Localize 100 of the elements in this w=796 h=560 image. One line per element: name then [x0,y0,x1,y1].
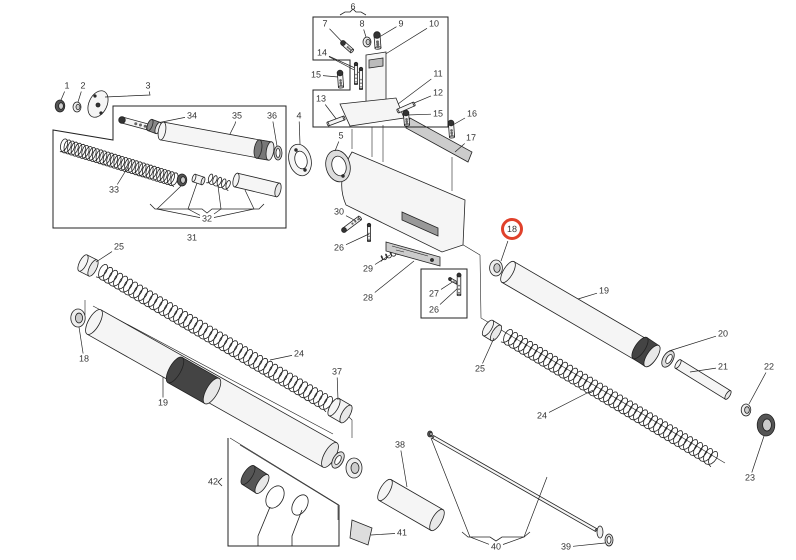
callout-number: 16 [466,110,478,118]
callout-number: 15 [310,70,322,80]
pin [358,66,364,90]
leader-line [502,476,548,545]
callout-number: 5 [338,132,344,140]
callout-number: 13 [315,94,327,104]
callout-number: 18 [78,354,90,364]
nut [489,260,503,276]
callout-number: 14 [316,48,328,58]
plate [288,144,312,176]
leader-line [500,240,508,262]
callout-number: 32 [201,214,213,224]
spring [60,138,178,188]
leader-line [346,234,370,246]
screw [340,40,354,54]
callout-number: 22 [763,362,775,372]
ring [596,526,614,546]
leader-line [374,260,414,293]
leader-line [548,390,594,413]
rod [118,116,162,134]
callout-number: 6 [350,2,356,12]
knurled-cap [756,414,776,436]
leader-line [578,292,598,300]
leader-line [374,254,390,265]
callout-number: 26 [428,306,440,314]
leader-line [214,186,222,214]
leader-line [751,436,764,473]
leader-line [188,182,200,216]
leader-line [336,377,338,400]
nut [427,430,433,438]
callout-number: 4 [296,112,302,120]
nut [54,100,66,112]
leader-line [384,28,428,56]
leader-line [400,450,408,488]
screw [373,31,382,50]
leader-line [272,121,278,146]
highlighted-callout-number: 18 [501,218,523,240]
callout-number: 24 [293,350,305,358]
spring [206,174,231,192]
callout-number: 39 [560,542,572,552]
leader-line [440,280,454,290]
tube [158,122,274,161]
leader-line [96,251,112,262]
leader-line [363,29,366,38]
callout-number: 25 [113,242,125,252]
washer [72,102,82,112]
screw [336,70,344,88]
leader-line [214,190,254,218]
nut [70,308,86,328]
leader-line [162,376,164,398]
callout-number: 1 [64,82,70,90]
screw [448,120,456,138]
ring [740,404,752,416]
callout-number: 35 [231,112,243,120]
plate [325,150,351,182]
leader-line [572,542,606,547]
leader-line [322,75,338,78]
leader-line [328,56,356,68]
leader-line [482,338,494,364]
leader-line [668,336,716,352]
leader-line [450,118,466,126]
callout-number: 11 [432,70,444,78]
nut [346,458,362,478]
callout-number: 29 [362,264,374,274]
callout-number: 24 [536,412,548,420]
spring [96,264,333,412]
sight-block [366,52,386,102]
pin [354,62,358,86]
leader-line [156,186,200,218]
leader-line [690,368,716,372]
callout-number: 30 [333,208,345,216]
sight-base [339,98,405,126]
cap [77,254,99,277]
leader-line [370,533,396,536]
callout-number: 10 [428,20,440,28]
nut [176,174,188,186]
callout-number: 36 [266,112,278,120]
callout-number: 34 [186,112,198,120]
barrel [500,260,660,368]
callout-number: 8 [358,20,366,28]
leader-line [324,104,338,120]
callout-number: 15 [432,110,444,118]
callout-number: 26 [333,244,345,252]
callout-number: 7 [322,20,328,28]
clip [350,519,372,546]
spring [500,329,718,468]
callout-number: 9 [398,20,404,28]
callout-number: 20 [717,330,729,338]
screw [402,110,410,126]
cap [328,398,352,424]
screw [326,116,346,126]
callout-number: 38 [394,440,406,450]
cap [482,320,502,342]
leader-line [104,91,150,98]
callout-number: 33 [108,186,120,194]
leader-line [454,143,466,152]
callout-number: 3 [144,82,152,90]
callout-number: 28 [362,294,374,302]
callout-number: 31 [186,234,198,242]
leader-line [398,78,432,104]
